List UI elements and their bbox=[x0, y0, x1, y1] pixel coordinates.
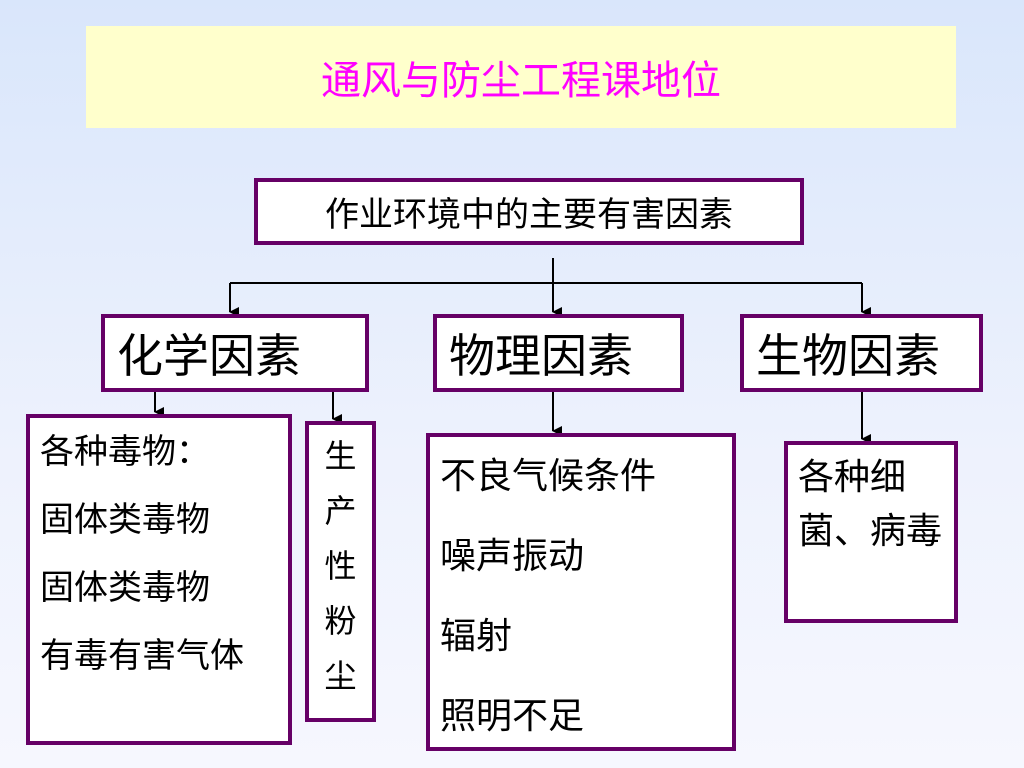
dust-char: 性 bbox=[324, 547, 357, 585]
list-item: 不良气候条件 bbox=[440, 456, 657, 497]
list-item: 照明不足 bbox=[440, 696, 585, 737]
dust-node: 生 产 性 粉 尘 bbox=[305, 421, 376, 722]
biological-text: 各种细菌、病毒 bbox=[798, 457, 943, 552]
list-item: 固体类毒物 bbox=[40, 500, 210, 540]
biological-list: 各种细菌、病毒 bbox=[784, 441, 958, 623]
chemical-list: 各种毒物： 固体类毒物 固体类毒物 有毒有害气体 bbox=[26, 414, 292, 745]
category-chemical: 化学因素 bbox=[101, 314, 369, 392]
root-label: 作业环境中的主要有害因素 bbox=[325, 195, 733, 235]
category-physical: 物理因素 bbox=[433, 314, 684, 392]
dust-char: 产 bbox=[324, 492, 357, 530]
physical-list: 不良气候条件 噪声振动 辐射 照明不足 bbox=[426, 433, 736, 751]
list-item: 各种毒物： bbox=[40, 432, 210, 472]
title-banner: 通风与防尘工程课地位 bbox=[86, 26, 956, 128]
category-chemical-label: 化学因素 bbox=[117, 329, 301, 383]
dust-char: 粉 bbox=[324, 602, 357, 640]
list-item: 固体类毒物 bbox=[40, 568, 210, 608]
category-biological: 生物因素 bbox=[740, 314, 983, 392]
list-item: 有毒有害气体 bbox=[40, 636, 244, 676]
dust-char: 生 bbox=[324, 437, 357, 475]
list-item: 辐射 bbox=[440, 616, 513, 657]
page-title: 通风与防尘工程课地位 bbox=[321, 58, 721, 104]
dust-char: 尘 bbox=[324, 657, 357, 695]
category-biological-label: 生物因素 bbox=[756, 329, 940, 383]
root-node: 作业环境中的主要有害因素 bbox=[254, 178, 804, 245]
list-item: 噪声振动 bbox=[440, 536, 585, 577]
category-physical-label: 物理因素 bbox=[449, 329, 633, 383]
